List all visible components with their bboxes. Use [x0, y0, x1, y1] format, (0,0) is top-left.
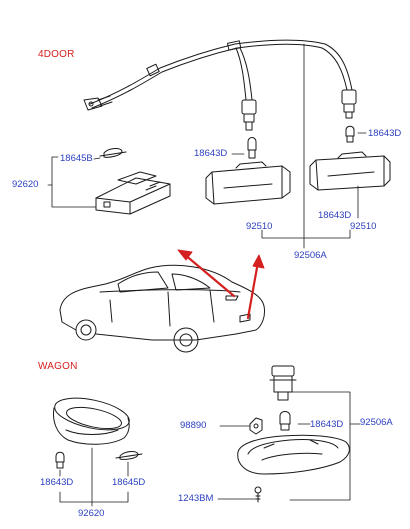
callout-1243bm-wagon[interactable]: 1243BM: [178, 493, 214, 504]
callout-18645d-wagon[interactable]: 18645D: [112, 477, 146, 488]
room-lamp-92620-top[interactable]: [95, 171, 171, 215]
harness-socket-left[interactable]: [241, 99, 257, 131]
sedan-car-body: [59, 264, 265, 353]
leader-lines-top: [47, 43, 367, 249]
callout-18643d-wagon-left[interactable]: 18643D: [40, 477, 74, 488]
screw-1243bm[interactable]: [254, 486, 262, 503]
callout-92506a-wagon[interactable]: 92506A: [360, 417, 393, 428]
callout-18643d-top-left[interactable]: 18643D: [194, 148, 228, 159]
callout-18643d-wagon-right[interactable]: 18643D: [310, 419, 344, 430]
bulb-18643d-wagon-right[interactable]: [279, 411, 291, 431]
wagon-socket[interactable]: [269, 365, 297, 401]
grommet-98890[interactable]: [249, 417, 263, 435]
callout-92510-top-left[interactable]: 92510: [246, 221, 273, 232]
wiring-harness[interactable]: [83, 39, 353, 111]
section-title-4door: 4DOOR: [38, 49, 75, 60]
red-arrows: [177, 249, 265, 320]
callout-92506a-top[interactable]: 92506A: [294, 250, 327, 261]
license-lamp-92510-right[interactable]: [309, 151, 391, 191]
callout-92620-wagon[interactable]: 92620: [78, 508, 105, 519]
bulb-18643d-right[interactable]: [345, 125, 355, 143]
callout-18643d-top-right[interactable]: 18643D: [368, 128, 402, 139]
bulb-18645b[interactable]: [99, 148, 127, 158]
section-title-wagon: WAGON: [38, 361, 78, 372]
callout-92620-top[interactable]: 92620: [12, 179, 39, 190]
callout-98890-wagon[interactable]: 98890: [180, 420, 207, 431]
callout-18643d-top-mid[interactable]: 18643D: [318, 210, 352, 221]
bulb-18643d-left[interactable]: [247, 137, 257, 159]
leader-lines-wagon: [59, 391, 361, 507]
callout-92510-top-right[interactable]: 92510: [350, 221, 377, 232]
room-lamp-92620-wagon[interactable]: [52, 392, 132, 445]
license-lamp-92510-left[interactable]: [205, 161, 291, 205]
callout-18645b-top[interactable]: 18645B: [60, 153, 93, 164]
bulb-18643d-wagon-left[interactable]: [55, 451, 65, 469]
harness-socket-right[interactable]: [341, 89, 357, 119]
bulb-18645d-wagon[interactable]: [115, 451, 143, 460]
wagon-license-lamp[interactable]: [237, 434, 350, 475]
